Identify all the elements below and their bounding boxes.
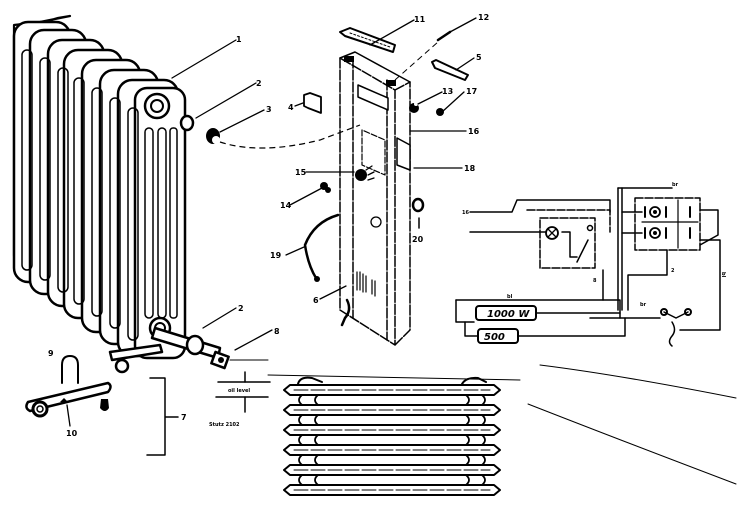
wire-label-2: 2	[671, 268, 675, 274]
callout-19: 19	[270, 251, 282, 260]
callout-17: 17	[466, 87, 477, 96]
side-plate	[396, 137, 411, 171]
fin-connector	[298, 434, 486, 446]
thermostat-part	[409, 102, 419, 113]
callout-11: 11	[414, 15, 426, 24]
indicator-lamp	[411, 197, 425, 213]
element-500-label: 500	[484, 332, 505, 343]
switch-part	[355, 165, 375, 181]
wire-label-br: br	[640, 302, 647, 308]
callout-6: 6	[313, 296, 319, 305]
wire-label-br-top: br	[672, 182, 679, 188]
callout-14: 14	[280, 201, 292, 210]
knob-part	[436, 108, 444, 116]
wiring-diagram: 1000 W 500 bl br 2 bl br 8 16	[455, 182, 726, 347]
callout-7: 7	[181, 413, 187, 422]
element-1000w-label: 1000 W	[487, 309, 530, 320]
callout-5: 5	[476, 53, 482, 62]
power-cord	[303, 213, 340, 280]
heating-element-500w: 500	[477, 328, 519, 344]
upper-gasket	[179, 114, 195, 132]
background-line-lower	[527, 403, 737, 485]
heating-element-1000w: 1000 W	[475, 305, 537, 321]
terminal-mark-8: 8	[593, 278, 597, 284]
radiator-body	[12, 14, 187, 360]
oil-level-label: oil level	[228, 388, 250, 394]
fin-connector	[298, 394, 486, 406]
background-line-upper	[539, 364, 737, 399]
callout-13: 13	[442, 87, 453, 96]
fin-connector	[298, 414, 486, 426]
group-bracket	[146, 377, 179, 456]
fin-connector	[298, 454, 486, 466]
fixed-caster	[108, 343, 164, 374]
oil-level-marker: oil level Stutz 2102	[209, 371, 271, 428]
knob-cap	[431, 59, 469, 81]
wire-label-bl-right: bl	[720, 272, 726, 278]
indicator-lamp-symbol	[545, 226, 559, 240]
callout-15: 15	[295, 168, 307, 177]
callout-3: 3	[266, 105, 272, 114]
control-panel-housing	[339, 51, 411, 346]
callout-1: 1	[236, 35, 242, 44]
callout-10: 10	[66, 429, 78, 438]
callout-9: 9	[48, 349, 54, 358]
callout-4: 4	[288, 103, 294, 112]
top-grille	[339, 27, 396, 53]
oil-level-caption: Stutz 2102	[209, 422, 240, 428]
callout-2-upper: 2	[256, 79, 262, 88]
plug-screw	[206, 128, 220, 144]
callout-18: 18	[464, 164, 476, 173]
bracket-clip	[303, 92, 322, 114]
callout-16: 16	[468, 127, 480, 136]
callout-20: 20	[412, 235, 424, 244]
fin-connector	[298, 474, 486, 486]
caster-assembly	[25, 355, 112, 418]
heating-element	[150, 326, 230, 370]
callout-12: 12	[478, 13, 489, 22]
leader-lines	[66, 17, 477, 427]
wire-label-bl-top: bl	[507, 294, 513, 300]
callout-8: 8	[274, 327, 280, 336]
terminal-mark-16: 16	[462, 210, 469, 216]
radiator-front-view	[267, 374, 521, 496]
switch-symbols	[641, 199, 699, 249]
callout-2-lower: 2	[238, 304, 244, 313]
